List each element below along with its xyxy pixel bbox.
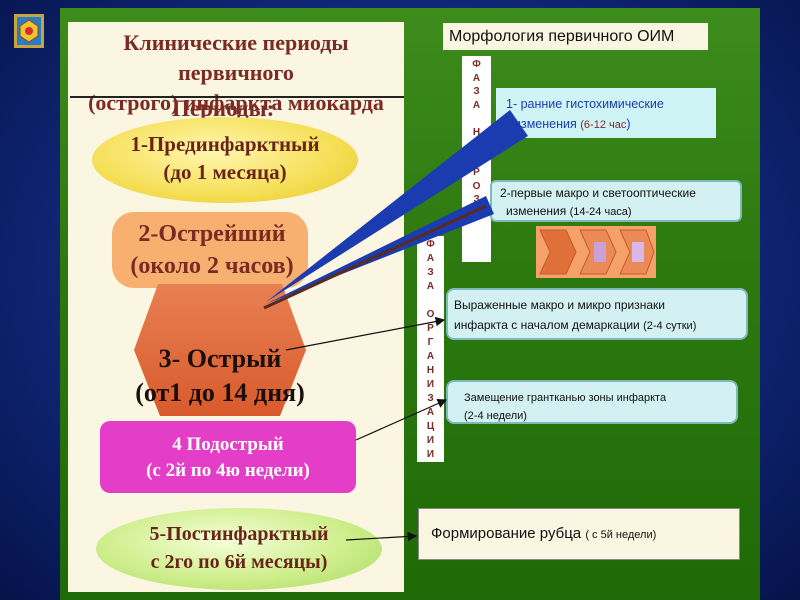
period-1-ellipse	[92, 117, 358, 203]
b2-line2: изменения	[506, 204, 567, 218]
b1-line1: 1- ранние гистохимические	[506, 97, 664, 111]
b1-line2-row: изменения (6-12 час)	[506, 114, 716, 135]
arrow-to-box-3	[285, 316, 446, 351]
arrow-to-box-4	[355, 399, 448, 441]
period-3-label: 3- Острый (от1 до 14 дня)	[135, 344, 305, 407]
period-5-label: 5-Постинфарктный с 2го по 6й месяцы)	[149, 523, 329, 573]
period-1-label: 1-Прединфарктный (до 1 месяца)	[130, 132, 320, 184]
morphology-box-first-macro: 2-первые макро и светооптические изменен…	[490, 180, 742, 222]
b3-time: (2-4 сутки)	[643, 320, 697, 332]
b3-line2-row: инфаркта с началом демаркации (2-4 сутки…	[454, 315, 746, 336]
morphology-box-early-histochemical: 1- ранние гистохимические изменения (6-1…	[496, 88, 716, 138]
slide-title: Клинические периоды первичного (острого)…	[88, 30, 384, 115]
b1-close: )	[626, 117, 631, 131]
b4-line1: Замещение грантканью зоны инфаркта	[464, 392, 667, 404]
b3-line2: инфаркта с началом демаркации	[454, 318, 640, 332]
necrosis-pointer-1	[266, 110, 528, 302]
chevron-arrow-icon	[539, 229, 577, 275]
pointer-line	[263, 204, 487, 310]
b2-time: (14-24 часа)	[569, 206, 632, 218]
period-5-ellipse	[96, 508, 382, 590]
b5-time: ( с 5й недели)	[585, 529, 657, 541]
arrow-to-box-5	[345, 531, 418, 542]
period-3-shape	[134, 284, 306, 416]
period-4-box	[100, 421, 356, 493]
b1-time: (6-12 час	[580, 119, 627, 131]
morphology-box-granulation: Замещение грантканью зоны инфаркта (2-4 …	[446, 380, 738, 424]
morphology-box-scar-formation: Формирование рубца ( с 5й недели)	[418, 508, 740, 560]
periods-header: Периоды:	[172, 96, 275, 121]
period-2-box	[112, 212, 308, 288]
b3-line1: Выраженные макро и микро признаки	[454, 298, 665, 312]
b2-line1: 2-первые макро и светооптические	[500, 186, 696, 200]
necrosis-pointer-2	[266, 196, 494, 304]
morphology-box-marked-signs: Выраженные макро и микро признаки инфарк…	[446, 288, 748, 340]
chevron-illustration	[536, 226, 656, 278]
b4-line2: (2-4 недели)	[464, 410, 527, 422]
period-4-label: 4 Подострый (с 2й по 4ю недели)	[146, 434, 310, 481]
b2-line2-row: изменения (14-24 часа)	[500, 202, 740, 221]
title-divider	[70, 96, 404, 98]
b1-line2: изменения	[514, 117, 577, 131]
emblem-logo-icon	[14, 14, 44, 48]
b5-text: Формирование рубца	[431, 525, 582, 542]
morphology-title: Морфология первичного ОИМ	[443, 23, 708, 50]
period-2-label: 2-Острейший (около 2 часов)	[130, 221, 294, 279]
